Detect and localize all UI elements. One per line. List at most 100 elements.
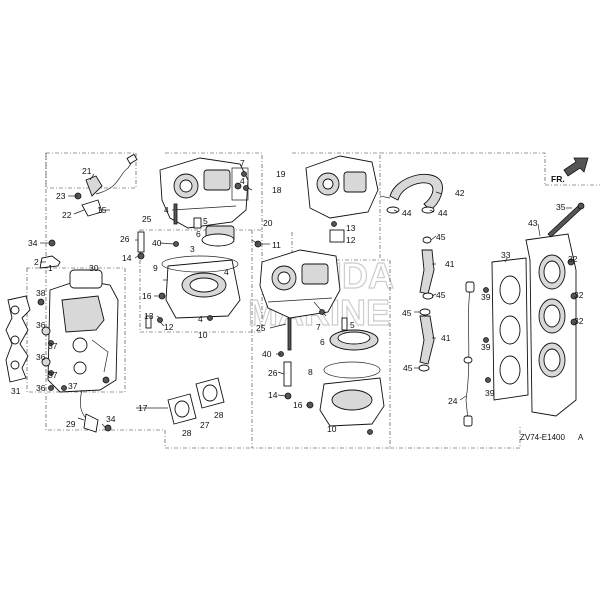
callout-14a: 14 [122,253,132,263]
callout-38: 38 [36,288,46,298]
carburetor-19 [305,155,379,243]
callout-34a: 34 [28,238,38,248]
gasket-31 [5,295,31,383]
callout-33: 33 [501,250,511,260]
callout-10a: 10 [198,330,208,340]
callout-45c: 45 [402,308,412,318]
callout-40b: 40 [262,349,272,359]
callout-19: 19 [276,169,286,179]
callout-27: 27 [200,420,210,430]
callout-26a: 26 [120,234,130,244]
callout-35: 35 [556,202,566,212]
callout-23: 23 [56,191,66,201]
callout-4d: 4 [198,314,203,324]
callout-42: 42 [455,188,465,198]
callout-37a: 37 [48,341,58,351]
callout-36a: 36 [36,320,46,330]
callout-37c: 37 [68,381,78,391]
callout-36c: 36 [36,383,46,393]
vent-tube-24 [463,281,475,427]
callout-15: 15 [97,205,107,215]
callout-3a: 3 [190,244,195,254]
callout-12a: 12 [164,322,174,332]
callout-6a: 6 [196,229,201,239]
callout-26b: 26 [268,368,278,378]
callout-45a: 45 [436,232,446,242]
callout-labels: 1 2 3 4 4 4 4 5 5 6 6 7 7 8 9 10 10 11 1… [11,158,584,438]
callout-20: 20 [263,218,273,228]
diagram-code-suffix: A [578,433,584,442]
sensor-29 [79,389,112,433]
callout-31: 31 [11,386,21,396]
callout-32a: 32 [568,254,578,264]
callout-34b: 34 [106,414,116,424]
arrow-icon [563,157,589,177]
callout-22: 22 [62,210,72,220]
callout-8: 8 [308,367,313,377]
insulators [167,377,225,425]
float-bowl-lower [319,329,385,435]
callout-13b: 13 [346,223,356,233]
callout-39b: 39 [481,342,491,352]
callout-40a: 40 [152,238,162,248]
float-bowl-upper [161,225,241,319]
callout-7a: 7 [240,158,245,168]
front-direction-arrow: FR. [551,157,589,184]
callout-32b: 32 [574,290,584,300]
callout-44b: 44 [438,208,448,218]
gasket-33 [483,257,529,401]
callout-39c: 39 [485,388,495,398]
callout-4b: 4 [240,176,245,186]
callout-16a: 16 [142,291,152,301]
callout-7b: 7 [316,322,321,332]
callout-29: 29 [66,419,76,429]
callout-11: 11 [272,240,281,250]
callout-28b: 28 [214,410,224,420]
callout-21: 21 [82,166,92,176]
group-boundaries [26,152,600,449]
callout-16b: 16 [293,400,303,410]
intake-manifold-30 [47,269,119,393]
callout-30: 30 [89,263,99,273]
callout-44a: 44 [402,208,412,218]
bolt-35 [547,202,585,238]
callout-43: 43 [528,218,538,228]
callout-24: 24 [448,396,458,406]
lower-small-parts [278,301,348,409]
callout-5a: 5 [203,216,208,226]
callout-5b: 5 [350,320,355,330]
choke-assembly-21 [74,153,138,217]
carburetor-lower [254,240,341,319]
callout-32c: 32 [574,316,584,326]
callout-28a: 28 [182,428,192,438]
callout-45b: 45 [436,290,446,300]
leader-lines [40,173,572,429]
callout-41b: 41 [441,333,451,343]
left-small-parts [37,239,67,391]
carburetor-upper [159,157,249,229]
callout-2: 2 [34,257,39,267]
direction-label: FR. [551,174,565,184]
callout-17: 17 [138,403,148,413]
callout-36b: 36 [36,352,46,362]
callout-45d: 45 [403,363,413,373]
callout-25a: 25 [142,214,152,224]
callout-25b: 25 [256,323,266,333]
callout-6b: 6 [320,337,325,347]
hose-42 [386,173,443,214]
callout-39a: 39 [481,292,491,302]
upper-small-parts [137,167,249,329]
callout-14b: 14 [268,390,278,400]
diagram-code-text: ZV74-E1400 [520,433,565,442]
manifold-43 [525,233,578,417]
callout-41a: 41 [445,259,455,269]
callout-18: 18 [272,185,282,195]
callout-12b: 12 [346,235,356,245]
callout-4c: 4 [224,267,229,277]
callout-13a: 13 [144,311,154,321]
callout-37b: 37 [48,370,58,380]
diagram-code: ZV74-E1400 A [520,433,584,442]
callout-1: 1 [48,263,53,273]
